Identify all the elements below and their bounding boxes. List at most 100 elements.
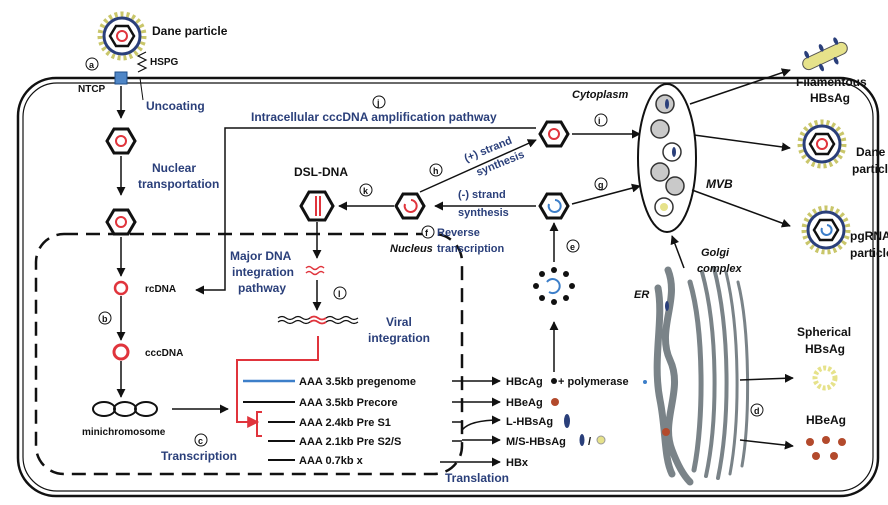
reverse-label-1: Reverse: [437, 227, 480, 239]
capsid-assembly-icon: [533, 267, 575, 305]
ntcp-label: NTCP: [78, 84, 106, 95]
step-l-label: l: [338, 289, 341, 299]
pgrna-capsid-icon: [538, 192, 570, 220]
pgrna-label-2: particle: [850, 246, 888, 260]
hbeag-secretion-arrow: [739, 439, 794, 450]
nuclear-transport-label-2: transportation: [138, 177, 219, 191]
protein-hbeag: HBeAg: [506, 397, 543, 409]
step-c-marker: [194, 433, 208, 447]
step-d-label: d: [754, 406, 760, 416]
step-e-label: e: [570, 242, 575, 252]
transcript-pres1: AAA 2.4kb Pre S1: [299, 417, 391, 429]
plus-strand-arrow: [419, 139, 537, 193]
mature-capsid-icon: [538, 120, 570, 148]
spherical-label-2: HBsAg: [805, 342, 845, 356]
er-icon: [653, 266, 694, 486]
hbeag-secreted-label: HBeAg: [806, 413, 846, 427]
uncoating-pointer: [139, 77, 144, 101]
step-g-marker: [594, 177, 608, 191]
to-lhbsag-arrow: [461, 415, 501, 431]
step-c-label: c: [198, 436, 203, 446]
step-f-label: f: [425, 228, 429, 238]
intracellular-amplification-path: [195, 127, 536, 295]
translation-arrows: [452, 380, 462, 442]
step-d-marker: [750, 403, 764, 417]
linear-dna-icon: [305, 265, 325, 276]
capsid-cytoplasm-icon: [105, 127, 137, 155]
hbeag-secreted-icon: [806, 436, 846, 460]
to-mvb-g-arrow: [571, 183, 641, 205]
filamentous-label-2: HBsAg: [810, 91, 850, 105]
mvb-label: MVB: [706, 177, 733, 191]
minus-strand-label-2: synthesis: [458, 207, 509, 219]
pgrna-label-1: pgRNA: [850, 229, 888, 243]
capsid-nuclear-pore-icon: [105, 208, 137, 236]
filamentous-release-arrow: [689, 68, 791, 105]
spherical-secretion-arrow: [739, 373, 794, 383]
capsid-dsl-dna-icon: [299, 190, 335, 222]
nucleus-membrane: [34, 232, 464, 476]
minus-strand-label-1: (-) strand: [458, 189, 506, 201]
step-k-marker: [359, 183, 373, 197]
ntcp-receptor-icon: [114, 71, 128, 85]
protein-hbx: HBx: [506, 457, 529, 469]
golgi-complex-icon: [687, 266, 750, 480]
step-e-marker: [566, 239, 580, 253]
nucleus-label: Nucleus: [390, 243, 433, 255]
hspg-label: HSPG: [150, 57, 179, 68]
major-integration-label-1: Major DNA: [230, 249, 292, 263]
cccdna-icon: [112, 343, 130, 361]
spherical-label-1: Spherical: [797, 325, 851, 339]
protein-lhbsag: L-HBsAg: [506, 416, 553, 428]
er-lhbsag-icon: [665, 301, 669, 311]
pgrna-particle-icon: [801, 205, 851, 255]
golgi-label-2: complex: [697, 263, 743, 275]
mshbsag-icon: [579, 434, 585, 446]
major-integration-label-2: integration: [232, 265, 294, 279]
integrated-hbv-segment-icon: [309, 315, 327, 325]
dane-right-label-2: particle: [852, 162, 888, 176]
protein-separator: /: [588, 436, 591, 448]
viral-integration-label-1: Viral: [386, 315, 412, 329]
cytoplasm-label: Cytoplasm: [572, 89, 628, 101]
uncoating-label: Uncoating: [146, 99, 205, 113]
filamentous-label-1: Filamentous: [796, 75, 867, 89]
intracellular-pathway-label: Intracellular cccDNA amplification pathw…: [251, 110, 497, 124]
step-h-marker: [429, 163, 443, 177]
step-i-label: i: [598, 116, 601, 126]
step-j-label: j: [376, 98, 380, 108]
protein-polymerase: + polymerase: [558, 376, 629, 388]
step-b-label: b: [102, 314, 108, 324]
protein-hbcag: HBcAg: [506, 376, 543, 388]
step-b-marker: [98, 311, 112, 325]
transcript-bracket: [256, 411, 262, 437]
protein-mshbsag: M/S-HBsAg: [506, 436, 566, 448]
filamentous-hbsag-icon: [802, 37, 848, 72]
rcdna-label: rcDNA: [145, 284, 176, 295]
dane-release-arrow: [693, 134, 791, 152]
spherical-hbsag-icon: [812, 365, 838, 391]
transcript-precore: AAA 3.5kb Precore: [299, 397, 398, 409]
step-f-marker: [421, 225, 435, 239]
shbsag-dot-icon: [596, 435, 606, 445]
hbeag-dot-icon: [551, 398, 559, 406]
dsl-dna-label: DSL-DNA: [294, 165, 348, 179]
pgrna-release-arrow: [691, 189, 791, 228]
rcdna-icon: [113, 280, 129, 296]
cell-membrane-inner: [22, 82, 874, 492]
er-hbeag-icon: [662, 428, 670, 436]
mvb-vesicles-icon: [650, 94, 685, 217]
step-k-label: k: [363, 186, 369, 196]
hspg-icon: [136, 51, 148, 73]
er-label: ER: [634, 289, 649, 301]
dane-particle-right-icon: [797, 119, 847, 169]
polymerase-dot-icon: [643, 380, 647, 384]
viral-integration-label-2: integration: [368, 331, 430, 345]
step-l-marker: [333, 286, 347, 300]
transcript-pregenome: AAA 3.5kb pregenome: [299, 376, 416, 388]
step-a-marker: [85, 57, 99, 71]
dane-particle-top-icon: [97, 11, 147, 61]
golgi-label-1: Golgi: [701, 247, 730, 259]
cccdna-label: cccDNA: [145, 348, 183, 359]
step-i-marker: [594, 113, 608, 127]
